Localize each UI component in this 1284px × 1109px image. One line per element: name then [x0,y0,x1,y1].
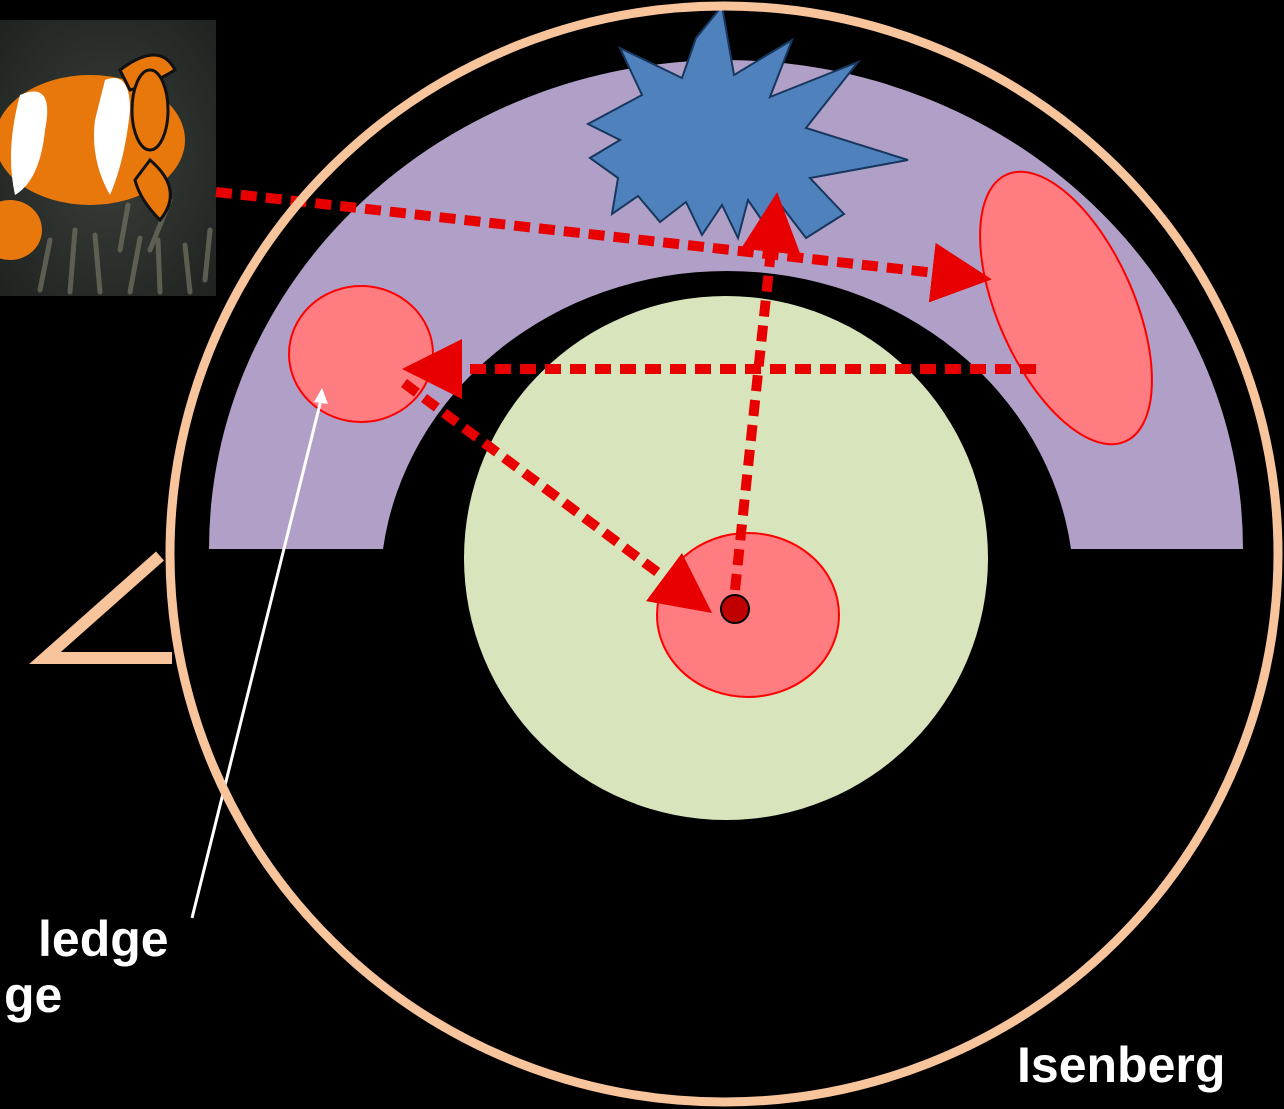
callout-pointer [45,556,172,658]
left-region [289,286,433,422]
clownfish-photo [0,20,216,296]
knowledge-label: ledge [38,914,169,964]
author-label: Isenberg [1017,1040,1225,1090]
center-dot [721,595,749,623]
edge-label: ge [4,970,62,1020]
